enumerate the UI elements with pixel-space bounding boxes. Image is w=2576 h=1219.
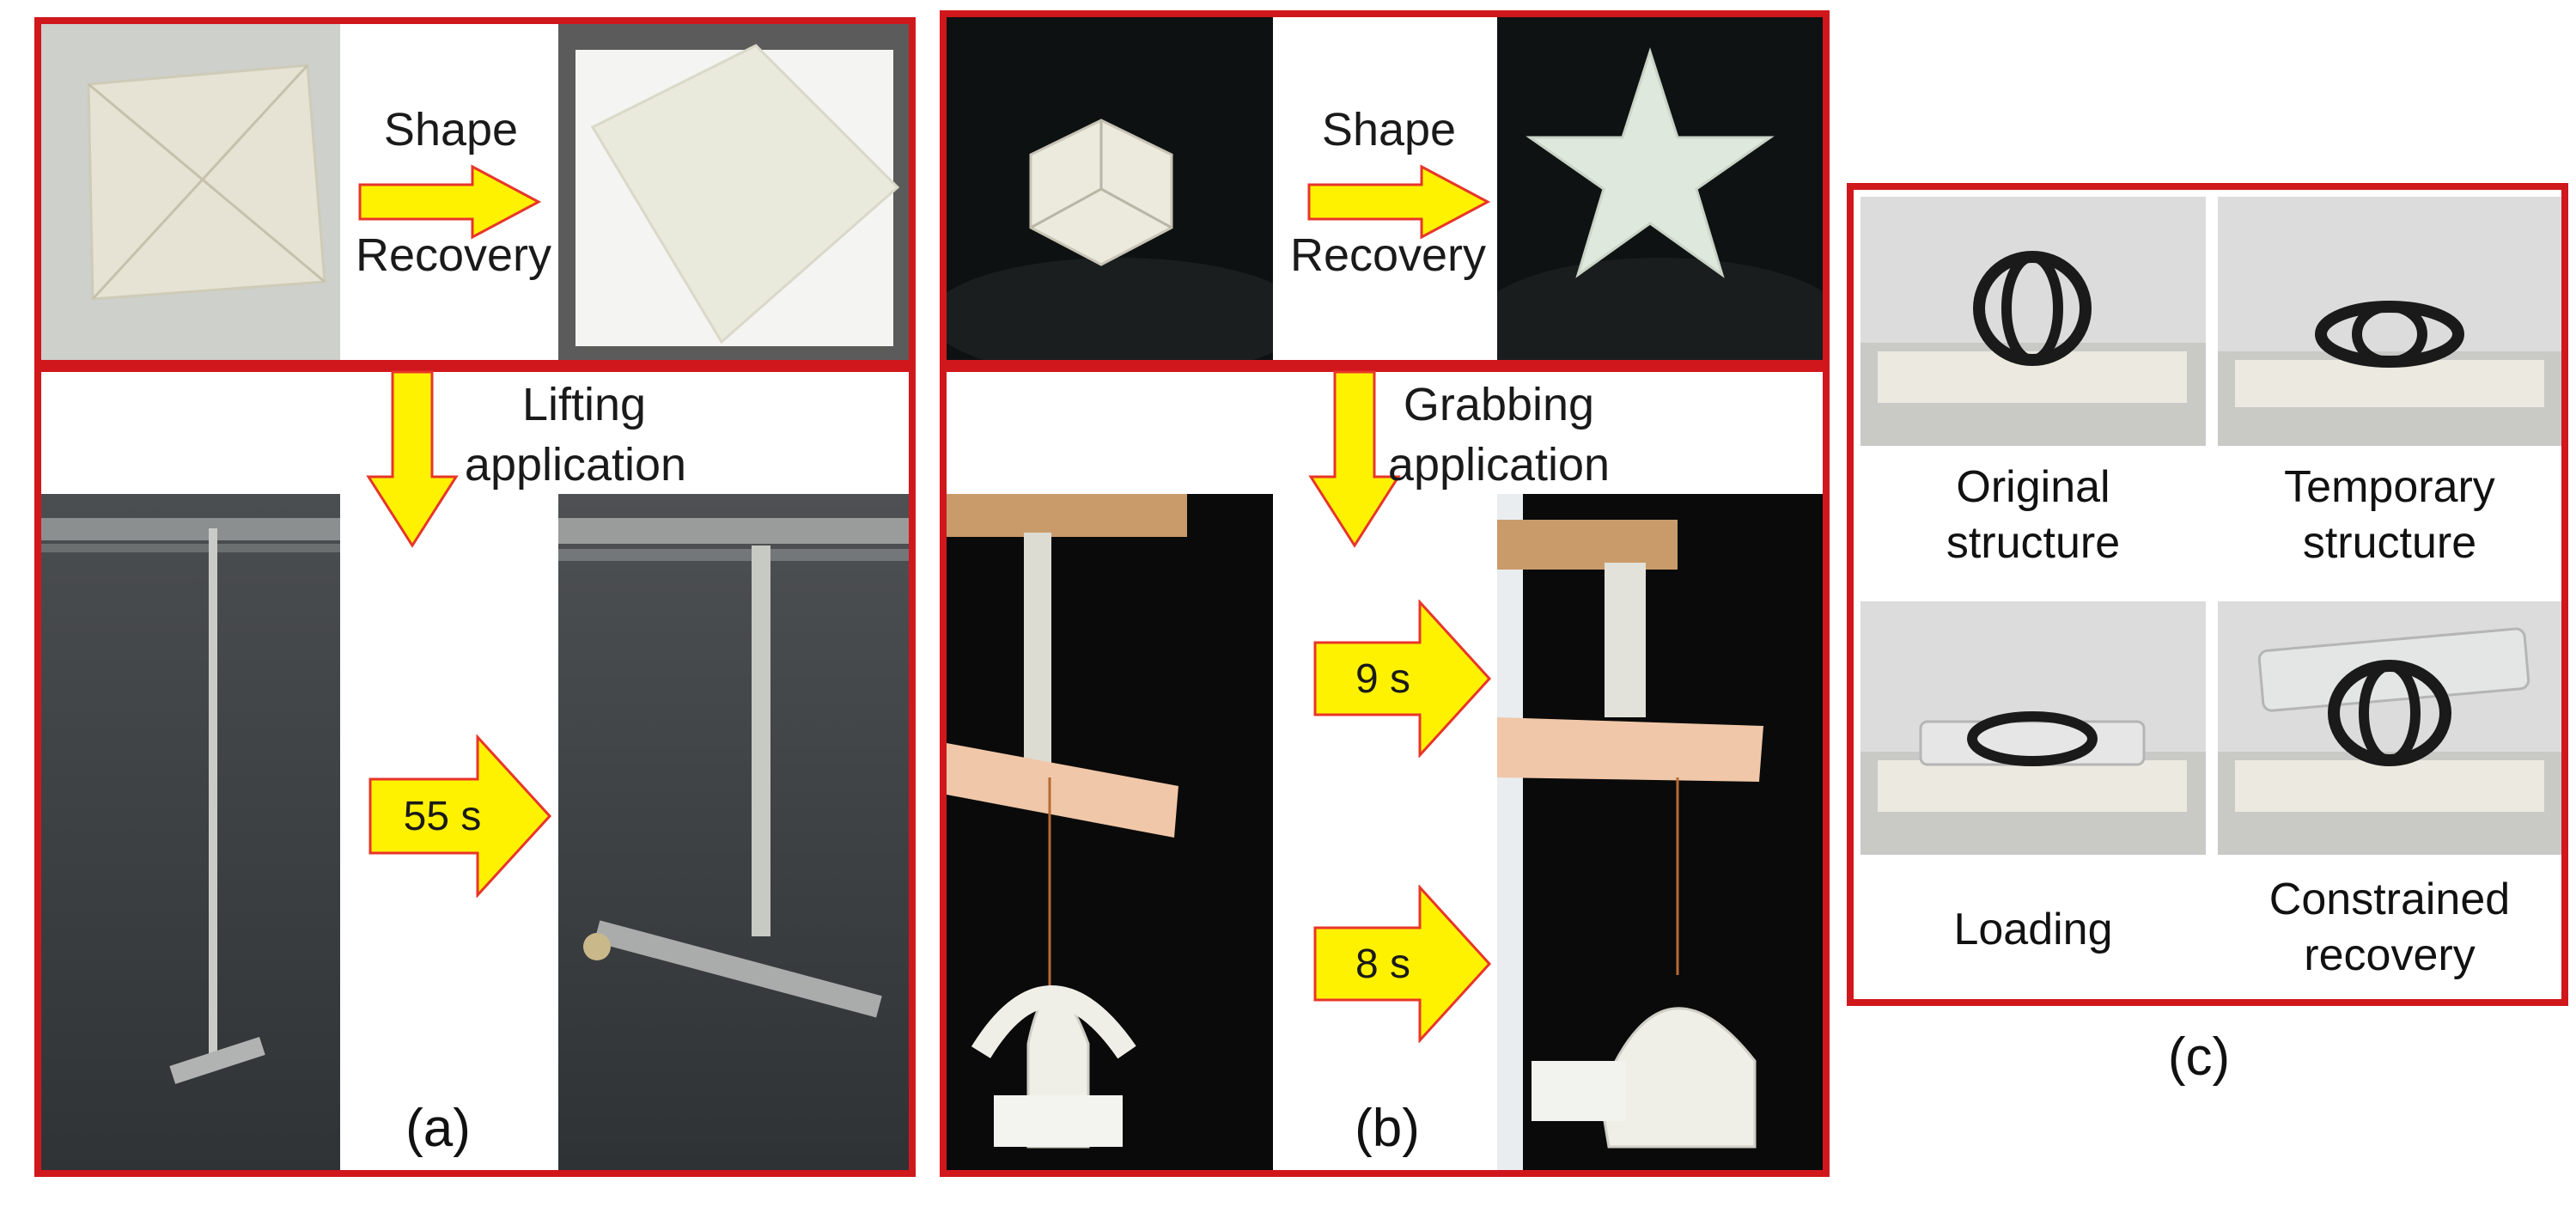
panel-b-down-arrow-icon (1308, 370, 1401, 548)
panel-b-time-label-2: 8 s (1355, 942, 1411, 987)
panel-c-caption: (c) (2167, 1027, 2231, 1087)
panel-c-frame (1847, 183, 2568, 1006)
panel-b-recovery-text: Recovery (1289, 229, 1487, 281)
panel-b-shape-text: Shape (1321, 104, 1457, 155)
panel-b-recovered-star-photo (1497, 17, 1823, 360)
panel-b-time-label-1: 9 s (1355, 656, 1411, 702)
panel-c-original-structure-photo (1860, 197, 2206, 446)
panel-c-constrained-recovery-photo (2218, 601, 2561, 855)
panel-a-lifting-text: Lifting (521, 379, 647, 430)
panel-b-application-text: application (1387, 439, 1611, 491)
panel-b-top-frame (940, 10, 1830, 367)
panel-a-folded-square-photo (41, 24, 340, 360)
panel-a-lift-after-photo (558, 494, 909, 1170)
panel-a-application-text: application (464, 439, 687, 491)
panel-a-time-label: 55 s (403, 794, 482, 839)
panel-c-temporary-structure-photo (2218, 197, 2561, 446)
panel-c-label-constrained-line1: Constrained (2268, 875, 2511, 924)
panel-c-label-constrained-line2: recovery (2304, 930, 2476, 980)
panel-c-label-temporary-line2: structure (2302, 518, 2477, 568)
panel-a-shape-text: Shape (383, 104, 519, 155)
panel-a-caption: (a) (405, 1099, 471, 1158)
panel-b-time-arrow-2-icon (1313, 885, 1492, 1043)
panel-c-label-original-line1: Original (1956, 462, 2110, 512)
panel-a-recovered-square-photo (558, 24, 909, 360)
panel-b-grabbing-text: Grabbing (1403, 379, 1595, 430)
panel-a-bottom-frame (34, 365, 916, 1177)
panel-c-label-temporary-line1: Temporary (2284, 462, 2495, 512)
panel-b-caption: (b) (1355, 1099, 1420, 1158)
panel-a-lift-before-photo (41, 494, 340, 1170)
panel-a-top-frame (34, 17, 916, 367)
panel-b-grab-before-photo (947, 494, 1273, 1170)
panel-b-folded-star-photo (947, 17, 1273, 360)
panel-b-bottom-frame (940, 365, 1830, 1177)
panel-b-grab-after-photo (1497, 494, 1823, 1170)
panel-b-time-arrow-1-icon (1313, 600, 1492, 758)
panel-a-recovery-text: Recovery (355, 229, 552, 281)
panel-a-shape-recovery-arrow-icon (358, 164, 542, 240)
panel-a-down-arrow-icon (366, 370, 459, 548)
panel-c-label-loading: Loading (1953, 905, 2113, 954)
panel-b-shape-recovery-arrow-icon (1307, 164, 1491, 240)
panel-c-loading-photo (1860, 601, 2206, 855)
panel-c-label-original-line2: structure (1946, 518, 2121, 568)
panel-a-time-arrow-icon (368, 734, 552, 898)
